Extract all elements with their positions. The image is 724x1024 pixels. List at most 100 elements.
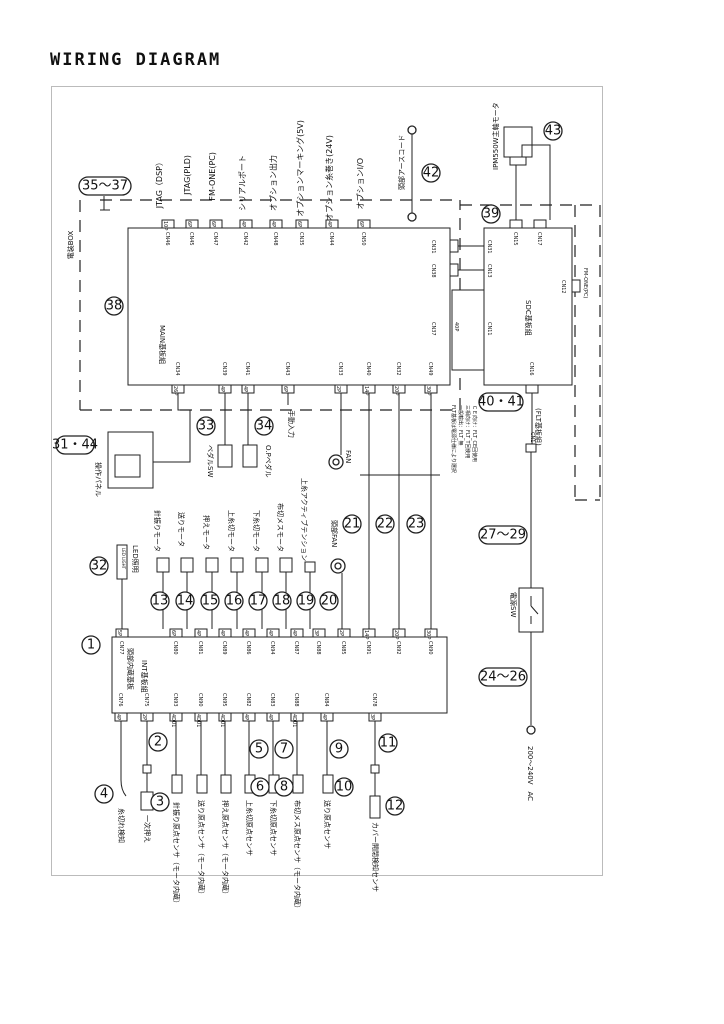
svg-text:39: 39 — [483, 207, 500, 222]
svg-text:30P: 30P — [425, 630, 431, 639]
svg-text:6P: 6P — [282, 386, 288, 392]
svg-text:CN37: CN37 — [430, 322, 436, 336]
svg-text:42: 42 — [423, 166, 440, 181]
svg-text:4D01: 4D01 — [291, 714, 297, 727]
svg-text:CN15: CN15 — [512, 232, 518, 246]
svg-text:上糸切原点センサ: 上糸切原点センサ — [245, 800, 254, 856]
pedal-switch — [217, 444, 233, 468]
callout-42: 42 — [421, 163, 441, 183]
int-bottom-connector-labels: CN76 CN75 CN93 CN90 CN95 CN82 CN83 CN88 … — [115, 693, 377, 727]
callout-35-37: 35～37 — [78, 176, 132, 196]
svg-text:CN35: CN35 — [298, 232, 304, 246]
svg-text:ＣＥ向け：FLT_CE回使用: ＣＥ向け：FLT_CE回使用 — [471, 405, 478, 462]
main-sdc-cable — [451, 289, 485, 371]
svg-text:送りモータ: 送りモータ — [177, 512, 186, 547]
svg-text:CN17: CN17 — [536, 232, 542, 246]
svg-text:FM-ONE(PC): FM-ONE(PC) — [582, 268, 588, 298]
svg-text:CN77: CN77 — [118, 641, 124, 655]
svg-text:6P: 6P — [210, 221, 216, 227]
main-top-connectors — [161, 219, 371, 229]
callouts: 1 2 3 4 5 6 7 8 9 10 11 12 13 14 15 16 1… — [52, 121, 563, 816]
svg-text:2P: 2P — [335, 386, 341, 392]
svg-text:4P: 4P — [242, 386, 248, 392]
callout-16: 16 — [224, 591, 244, 611]
callout-4: 4 — [94, 784, 114, 804]
main-top-connector-labels: CN46 CN45 CN47 CN42 CN48 CN35 CN44 CN50 … — [162, 221, 366, 246]
svg-text:CN33: CN33 — [337, 362, 343, 376]
main-bottom-connector-labels: CN34 CN39 CN41 CN43 CN33 CN40 CN32 CN49 … — [172, 362, 433, 395]
callout-11: 11 — [378, 733, 398, 753]
svg-text:4P: 4P — [219, 386, 225, 392]
svg-text:CN32: CN32 — [395, 362, 401, 376]
svg-text:CN31: CN31 — [430, 240, 436, 254]
svg-text:4P: 4P — [243, 714, 249, 720]
sdc-connectors: CN15 CN17 CN31 CN13 CN11 CN12 FM-ONE(PC)… — [486, 219, 588, 394]
svg-text:22: 22 — [377, 517, 394, 532]
svg-text:4P: 4P — [291, 630, 297, 636]
fan-label: FAN — [344, 450, 352, 463]
manual-input-label: 手動入力 — [287, 410, 296, 438]
callout-2: 2 — [148, 732, 168, 752]
svg-text:CN90: CN90 — [197, 693, 203, 707]
ground-cord-label: 頭部アースコード — [397, 135, 406, 190]
svg-text:15: 15 — [202, 594, 219, 609]
svg-text:30P: 30P — [425, 386, 431, 395]
callout-22: 22 — [375, 514, 395, 534]
callout-31-44: 31・44 — [52, 435, 98, 455]
op-pedal-switch — [242, 444, 258, 468]
svg-text:11: 11 — [380, 736, 397, 751]
svg-text:2P: 2P — [338, 630, 344, 636]
svg-text:23: 23 — [408, 517, 425, 532]
svg-text:CN90: CN90 — [427, 641, 433, 655]
svg-text:4P: 4P — [115, 714, 121, 720]
svg-text:4P: 4P — [240, 221, 246, 227]
svg-text:一般輸出：FLT_無: 一般輸出：FLT_無 — [457, 405, 464, 446]
upper-motors — [156, 557, 316, 629]
callout-34: 34 — [254, 416, 274, 436]
svg-text:針振りモータ: 針振りモータ — [153, 510, 162, 552]
svg-text:CN87: CN87 — [293, 641, 299, 655]
svg-text:FM-ONE(PC): FM-ONE(PC) — [208, 152, 217, 201]
svg-text:20P: 20P — [393, 386, 399, 395]
svg-text:38: 38 — [106, 299, 123, 314]
svg-text:オプション糸巻き(24V): オプション糸巻き(24V) — [324, 135, 334, 221]
svg-text:CN91: CN91 — [365, 641, 371, 655]
svg-text:布切メスモータ: 布切メスモータ — [276, 503, 285, 552]
svg-text:押え原点センサ（モータ内蔵）: 押え原点センサ（モータ内蔵） — [221, 800, 230, 898]
electric-box-label: 電装BOX — [66, 231, 75, 260]
svg-text:4: 4 — [100, 787, 108, 802]
flt-label: (FLT基板組) — [534, 408, 543, 446]
svg-text:CN89: CN89 — [221, 641, 227, 655]
svg-text:CN86: CN86 — [245, 641, 251, 655]
svg-text:4P: 4P — [267, 630, 273, 636]
svg-text:CN75: CN75 — [143, 693, 149, 707]
main-int-wires — [360, 393, 440, 629]
int-board — [111, 636, 448, 714]
svg-text:CN94: CN94 — [269, 641, 275, 655]
callout-32: 32 — [89, 556, 109, 576]
main-motor-label: IPM550W主軸モータ — [491, 102, 500, 170]
svg-text:CN13: CN13 — [486, 264, 492, 278]
head-fan-label: 頭部FAN — [330, 520, 339, 547]
svg-text:CN78: CN78 — [371, 693, 377, 707]
svg-text:8: 8 — [280, 780, 288, 795]
svg-text:6P: 6P — [186, 221, 192, 227]
svg-text:4P: 4P — [267, 714, 273, 720]
svg-text:40P: 40P — [453, 322, 459, 331]
svg-text:6P: 6P — [358, 221, 364, 227]
op-pedal-label: O.Pペダル — [264, 445, 273, 478]
svg-text:4P: 4P — [326, 221, 332, 227]
svg-text:CN92: CN92 — [395, 641, 401, 655]
int-board-label: INT基板組 — [140, 660, 149, 693]
svg-text:CN12: CN12 — [560, 280, 566, 294]
svg-text:送り原点センサ: 送り原点センサ — [323, 800, 332, 849]
svg-text:オプションマーキング(5V): オプションマーキング(5V) — [295, 120, 305, 217]
svg-text:5: 5 — [255, 742, 263, 757]
panel-label: 操作パネル — [94, 462, 103, 497]
svg-text:21: 21 — [344, 517, 361, 532]
svg-text:16: 16 — [226, 594, 243, 609]
svg-text:18: 18 — [274, 594, 291, 609]
svg-text:上糸アクティブテンション: 上糸アクティブテンション — [300, 478, 309, 561]
svg-text:31・44: 31・44 — [52, 438, 98, 453]
svg-text:26P: 26P — [172, 386, 178, 395]
